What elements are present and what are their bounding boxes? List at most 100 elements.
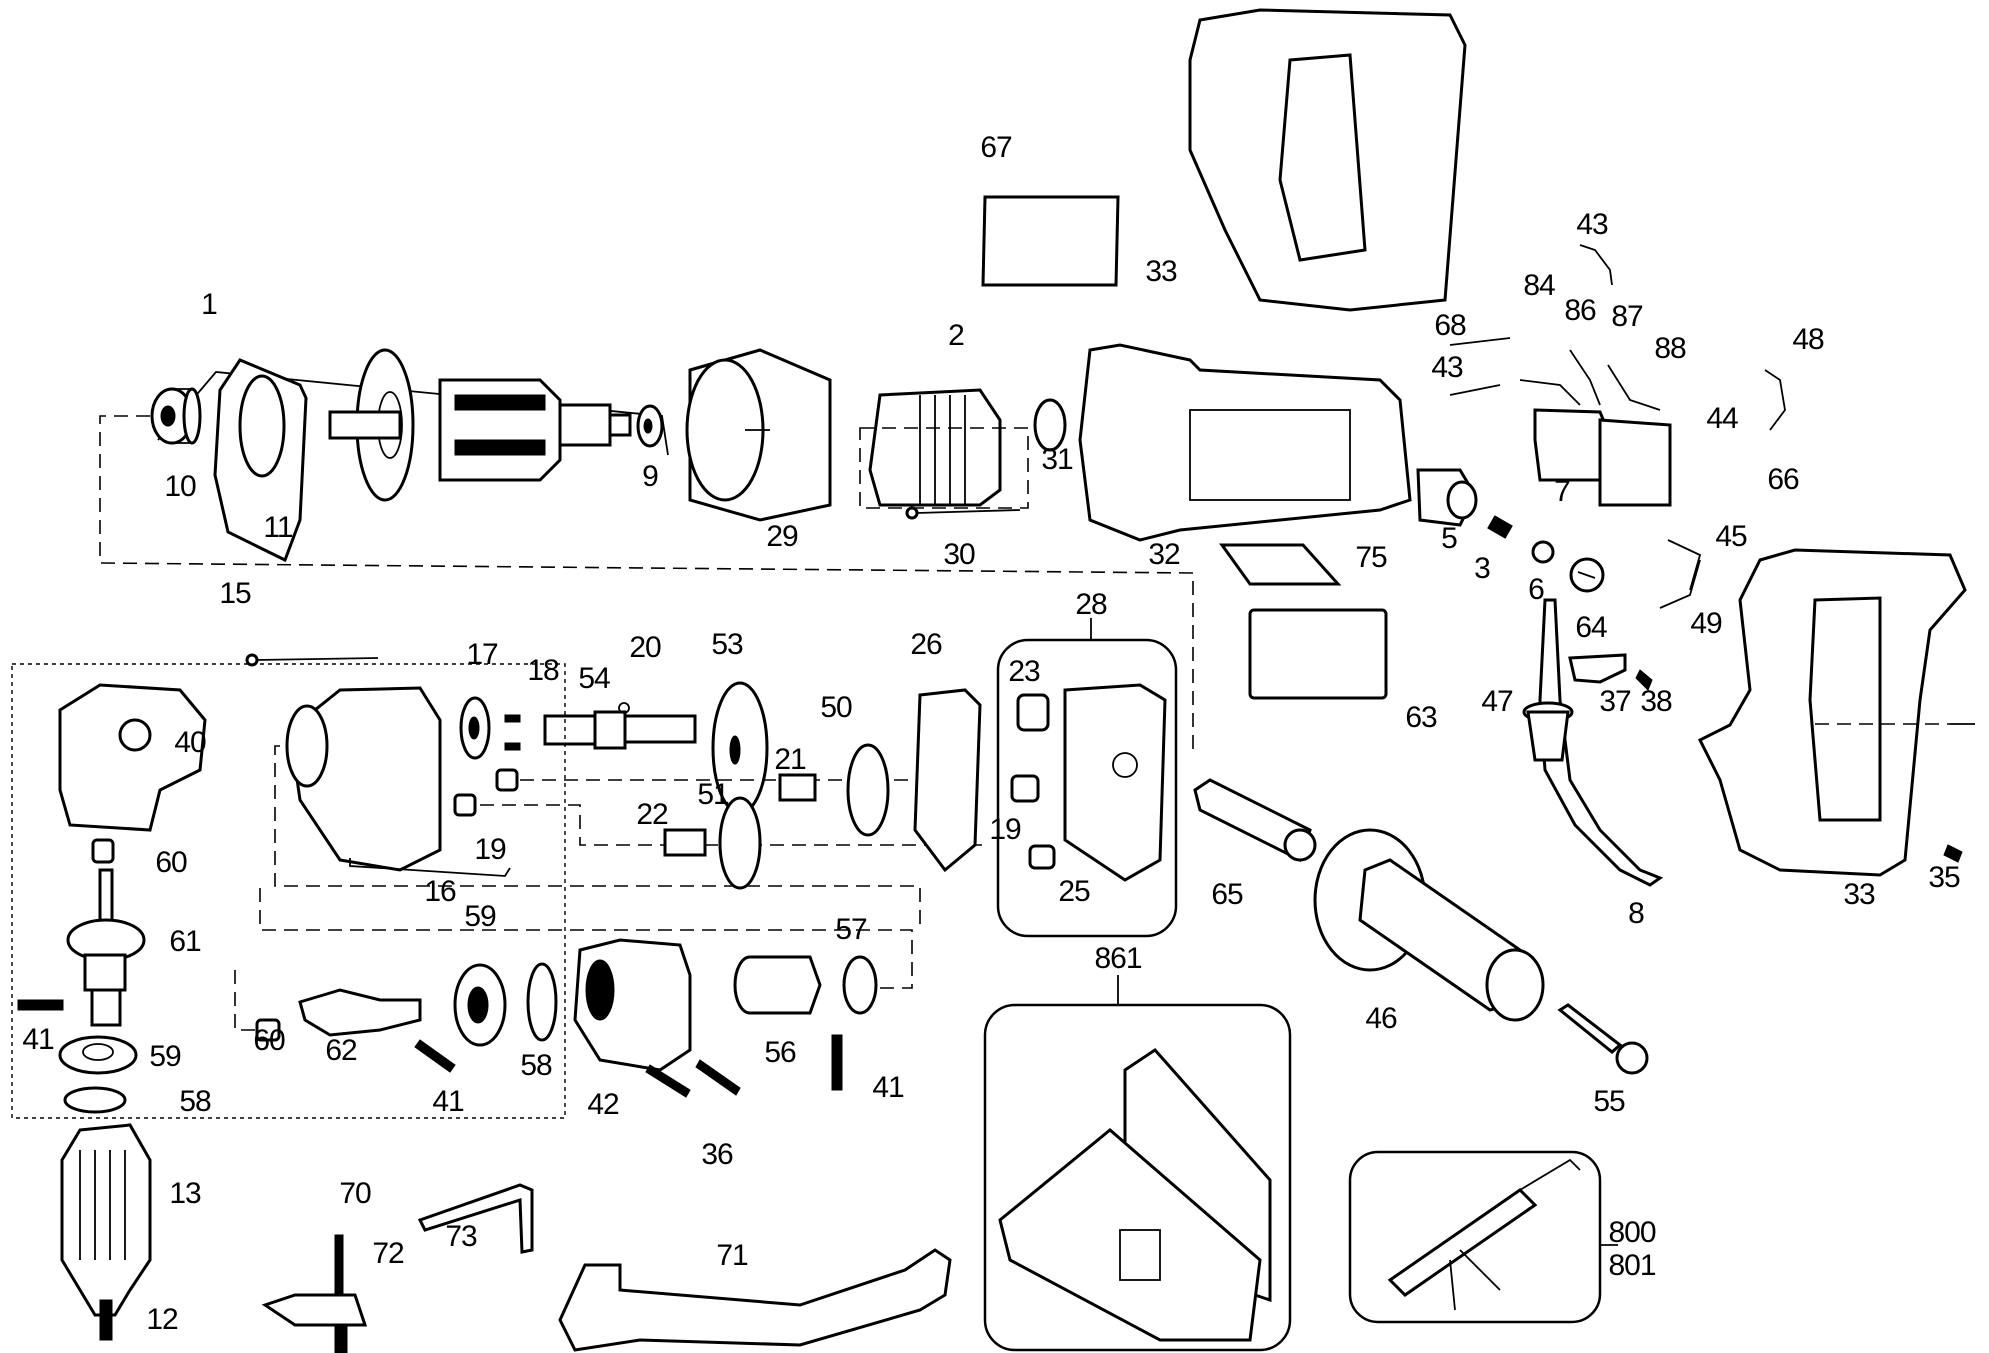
- lead-45: [1667, 539, 1702, 591]
- gear-51: [663, 796, 762, 890]
- needle-bearing-19c: [1010, 774, 1040, 803]
- callout-6: 6: [1528, 573, 1545, 606]
- callout-28: 28: [1075, 588, 1107, 621]
- lead-43b: [1449, 384, 1501, 396]
- callout-65: 65: [1211, 878, 1243, 911]
- callout-75: 75: [1355, 541, 1387, 574]
- bearing-59a: [58, 1035, 138, 1075]
- bearing-9: [636, 404, 664, 448]
- bearing-59b: [453, 963, 507, 1047]
- callout-59a: 59: [464, 900, 496, 933]
- field-2: [859, 388, 1029, 509]
- needle-bearing-60b: [255, 1018, 281, 1042]
- callout-13: 13: [169, 1177, 201, 1210]
- callout-2: 2: [948, 319, 965, 352]
- callout-37: 37: [1599, 685, 1631, 718]
- callout-35: 35: [1928, 861, 1960, 894]
- screw-38: [1635, 669, 1653, 691]
- bolt-55: [1557, 1003, 1649, 1075]
- callout-1: 1: [201, 288, 218, 321]
- callout-64: 64: [1575, 611, 1607, 644]
- callout-43b: 43: [1431, 351, 1463, 384]
- needle-bearing-19a: [495, 768, 519, 792]
- pin-41c: [831, 1034, 843, 1091]
- callout-801: 801: [1608, 1249, 1656, 1282]
- callout-32: 32: [1148, 538, 1180, 571]
- assembly-dashed-outline: [99, 415, 1194, 752]
- callout-25: 25: [1058, 875, 1090, 908]
- cord-clamp-37: [1568, 653, 1627, 684]
- retaining-ring-58a: [526, 962, 558, 1042]
- handle-half-33-right: [1697, 548, 1967, 877]
- callout-44: 44: [1706, 402, 1738, 435]
- bearing-57: [842, 955, 878, 1015]
- brush-holder-5: [1416, 468, 1478, 527]
- callout-87: 87: [1611, 300, 1643, 333]
- callout-58a: 58: [520, 1049, 552, 1082]
- handle-stud-65: [1193, 778, 1317, 863]
- callout-46: 46: [1365, 1002, 1397, 1035]
- callout-800: 800: [1608, 1216, 1656, 1249]
- callout-70: 70: [339, 1177, 371, 1210]
- callout-7: 7: [1554, 475, 1571, 508]
- callout-53: 53: [711, 628, 743, 661]
- spindle-gear-61: [66, 868, 146, 1027]
- callout-84: 84: [1523, 269, 1555, 302]
- lead-84: [1519, 379, 1581, 406]
- callout-67: 67: [980, 131, 1012, 164]
- callout-42: 42: [587, 1088, 619, 1121]
- lead-87-88: [1607, 364, 1661, 411]
- pinion-62: [298, 988, 422, 1037]
- strap-71: [558, 1248, 952, 1352]
- callout-10: 10: [164, 470, 196, 503]
- callout-54: 54: [578, 662, 610, 695]
- callout-55: 55: [1593, 1085, 1625, 1118]
- callout-26: 26: [910, 628, 942, 661]
- callout-57: 57: [835, 913, 867, 946]
- kit-box-frame-861: [983, 1003, 1292, 1352]
- callout-31: 31: [1041, 443, 1073, 476]
- screws-18: [504, 714, 521, 751]
- pin-41a: [17, 999, 64, 1011]
- callout-56: 56: [764, 1036, 796, 1069]
- lead-68: [1449, 337, 1511, 346]
- callout-60a: 60: [155, 846, 187, 879]
- needle-bearing-25: [1028, 844, 1056, 870]
- attachment-70-dashed-box: [11, 663, 566, 1119]
- callout-40: 40: [174, 726, 206, 759]
- gear-50: [778, 743, 890, 837]
- accessory-800: [1387, 1158, 1581, 1311]
- callout-19a: 19: [474, 833, 506, 866]
- callout-41c: 41: [872, 1071, 904, 1104]
- callout-11: 11: [263, 511, 293, 544]
- callout-22: 22: [636, 798, 668, 831]
- side-handle-46: [1313, 828, 1545, 1022]
- callout-49: 49: [1690, 607, 1722, 640]
- callout-5: 5: [1441, 522, 1458, 555]
- callout-20: 20: [629, 631, 661, 664]
- callout-50: 50: [820, 691, 852, 724]
- callout-59b: 59: [149, 1040, 181, 1073]
- callout-12: 12: [146, 1303, 178, 1336]
- bearing-17: [459, 696, 491, 760]
- screw-35: [1943, 844, 1963, 863]
- callout-16: 16: [424, 875, 456, 908]
- callout-86: 86: [1564, 294, 1596, 327]
- nameplate-63: [1248, 608, 1388, 700]
- callout-3: 3: [1474, 552, 1491, 585]
- callout-71: 71: [716, 1239, 748, 1272]
- label-75: [1219, 543, 1342, 586]
- callout-18: 18: [527, 654, 559, 687]
- adapter-56: [733, 955, 822, 1015]
- lead-49: [1659, 559, 1701, 609]
- callout-68: 68: [1434, 309, 1466, 342]
- needle-bearing-60a: [91, 838, 115, 864]
- callout-48: 48: [1792, 323, 1824, 356]
- label-67: [981, 195, 1120, 287]
- clamp-42: [573, 938, 692, 1072]
- callout-66: 66: [1767, 463, 1799, 496]
- hex-wrench-73: [417, 1183, 534, 1254]
- callout-41a: 41: [22, 1023, 54, 1056]
- pin-41b: [414, 1039, 456, 1073]
